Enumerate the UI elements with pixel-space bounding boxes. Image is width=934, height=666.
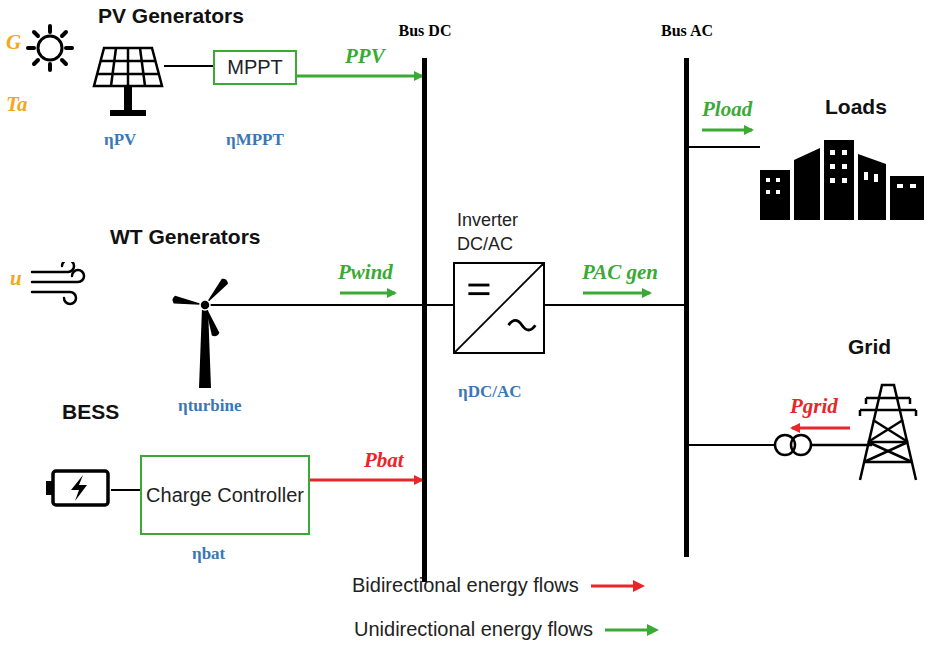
power-connector <box>545 304 684 306</box>
wind-icon <box>30 262 88 306</box>
power-connector <box>427 304 453 306</box>
power-connector <box>297 75 422 78</box>
legend-arrow <box>589 578 647 594</box>
battery-storage: BESS <box>40 400 120 510</box>
inverter-heading: Inverter DC/AC <box>457 209 547 256</box>
node-heading: PV Generators <box>98 4 244 28</box>
power-connector <box>111 489 140 491</box>
flow-label: Pwind <box>336 260 395 285</box>
box-text: MPPT <box>227 55 283 80</box>
efficiency-label: ηPV <box>104 130 136 150</box>
legend-text: Bidirectional energy flows <box>352 574 579 597</box>
power-connector <box>205 304 422 306</box>
charge-controller-box: Charge Controller <box>140 455 310 535</box>
power-connector <box>164 65 213 67</box>
power-connector <box>689 146 760 148</box>
flow-label: Pgrid <box>788 394 840 419</box>
box-text: Charge Controller <box>146 483 304 508</box>
wind-turbine: WT Generators <box>90 225 290 395</box>
legend-row: Bidirectional energy flows <box>352 574 647 597</box>
grid-drawing <box>760 370 930 485</box>
turbine-drawing <box>160 270 250 390</box>
wind-speed-symbol: u <box>10 266 22 291</box>
flow-label: Pload <box>700 97 754 122</box>
power-connector <box>310 479 422 482</box>
mppt-box: MPPT <box>213 50 297 85</box>
loads: Loads <box>755 95 930 225</box>
node-heading: Loads <box>825 95 887 119</box>
irradiance-symbol: G <box>6 30 21 55</box>
power-connector <box>689 444 775 446</box>
flow-label: PAC gen <box>580 260 660 285</box>
dc-bus: Bus DC <box>389 22 461 582</box>
temperature-symbol: Ta <box>6 92 27 117</box>
legend-row: Unidirectional energy flows <box>354 618 661 641</box>
flow-label: Pbat <box>362 448 406 473</box>
legend-text: Unidirectional energy flows <box>354 618 593 641</box>
grid-icon <box>760 370 930 485</box>
efficiency-label: ηbat <box>192 544 225 564</box>
node-heading: Grid <box>848 335 891 359</box>
buildings-icon <box>760 140 925 220</box>
bus-bar <box>422 58 427 582</box>
bus-label: Bus DC <box>389 22 461 40</box>
flow-label: PPV <box>343 44 387 69</box>
efficiency-label: ηturbine <box>178 396 242 416</box>
bus-bar <box>684 58 689 557</box>
utility-grid: Grid <box>760 335 930 485</box>
battery-drawing <box>45 468 111 508</box>
inverter-box: Inverter DC/AC <box>453 262 545 354</box>
inverter-symbol <box>455 264 543 352</box>
buildings-drawing <box>760 140 925 220</box>
panel-drawing <box>92 44 164 124</box>
efficiency-label: ηMPPT <box>226 130 284 150</box>
battery-icon <box>45 468 111 508</box>
node-heading: BESS <box>62 400 119 424</box>
bus-label: Bus AC <box>651 22 723 40</box>
flow-arrows <box>340 130 850 428</box>
efficiency-label: ηDC/AC <box>458 382 521 402</box>
panel-icon <box>92 44 164 124</box>
node-heading: WT Generators <box>110 225 261 249</box>
sun-icon <box>26 24 74 72</box>
legend-arrow <box>603 622 661 638</box>
turbine-icon <box>160 270 250 390</box>
